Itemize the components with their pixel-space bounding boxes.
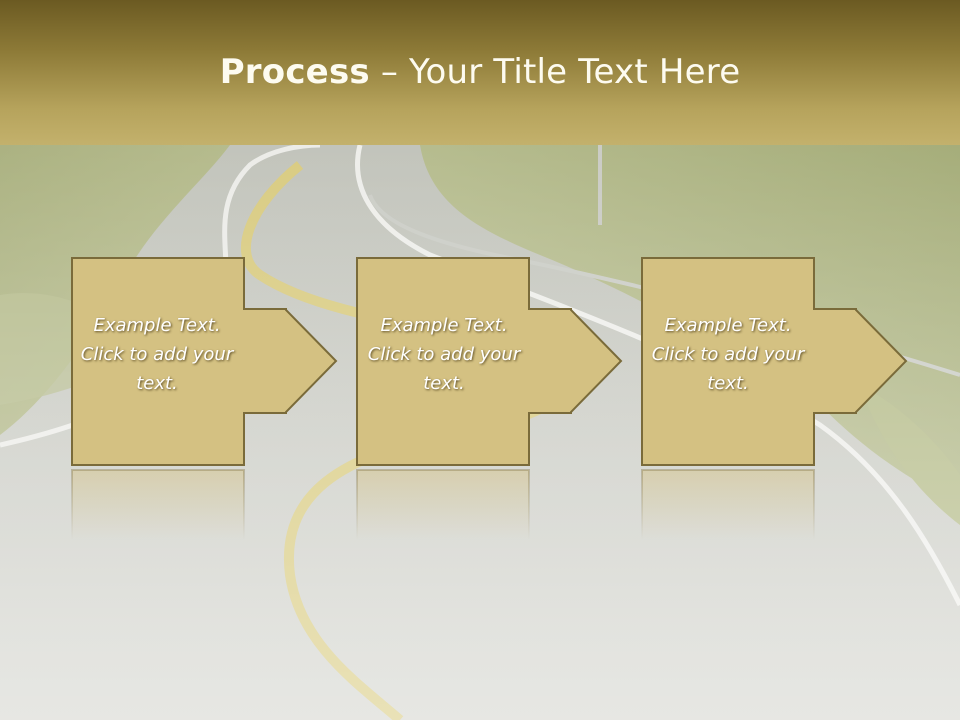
step-1-shape[interactable]: [71, 257, 338, 466]
slide-title[interactable]: Process – Your Title Text Here: [0, 52, 960, 92]
step-3-text[interactable]: Example Text. Click to add your text.: [651, 315, 805, 394]
step-2-shape[interactable]: [356, 257, 623, 466]
title-bold-text: Process: [219, 52, 370, 92]
step-1-reflection: [71, 469, 245, 541]
title-bar: Process – Your Title Text Here: [0, 0, 960, 145]
step-2-reflection: [356, 469, 530, 541]
step-1-text[interactable]: Example Text. Click to add your text.: [80, 315, 234, 394]
title-rest-text: – Your Title Text Here: [369, 52, 741, 92]
step-3-shape[interactable]: [641, 257, 908, 466]
step-2-text[interactable]: Example Text. Click to add your text.: [367, 315, 521, 394]
step-3-reflection: [641, 469, 815, 541]
